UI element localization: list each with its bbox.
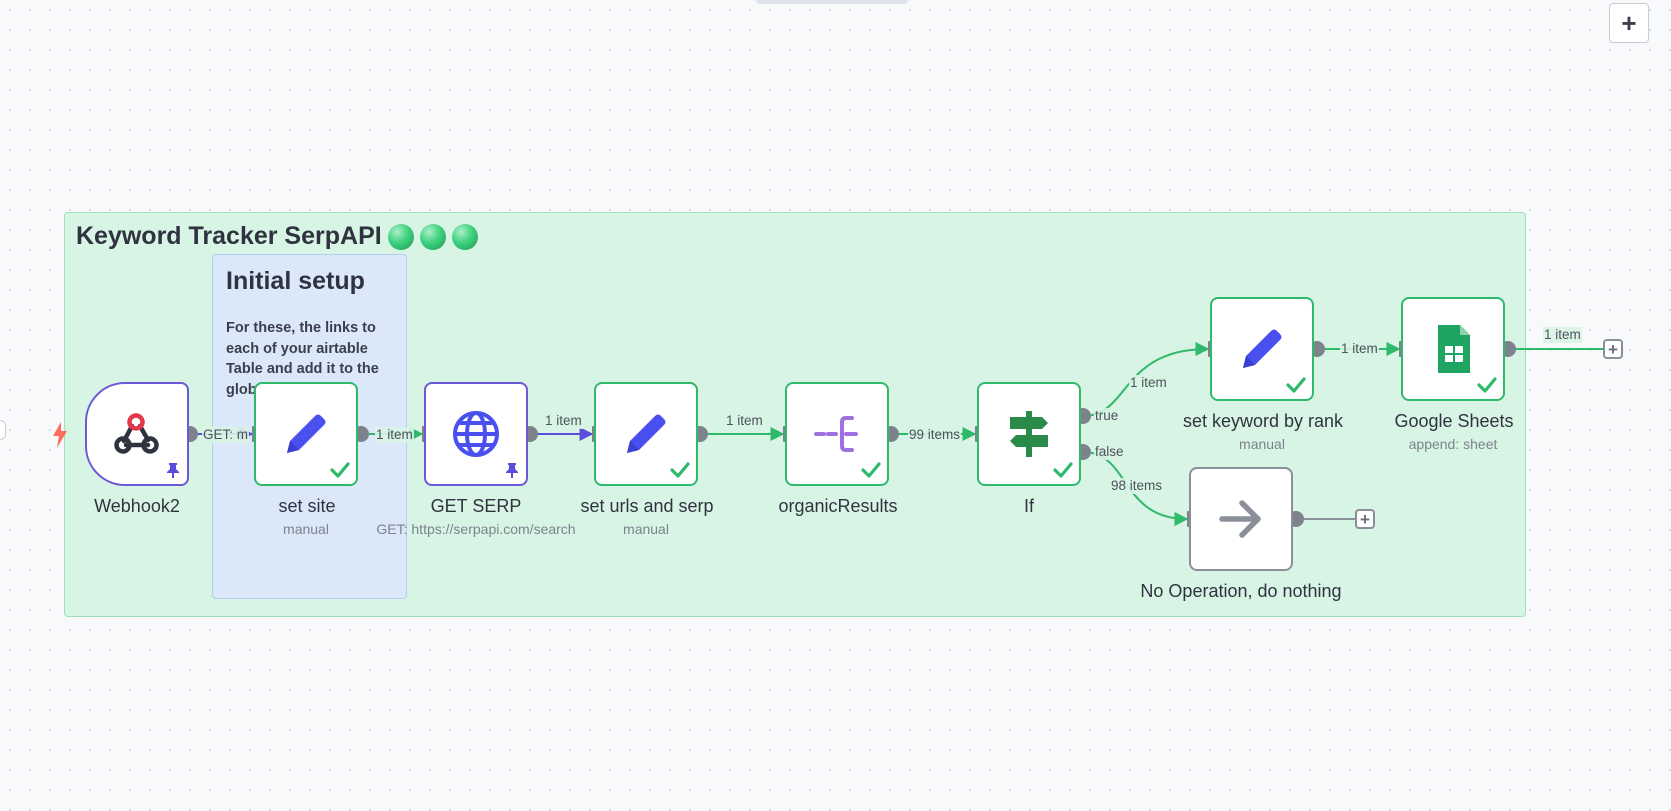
signpost-icon [1010, 411, 1048, 457]
green-ball-icon [451, 223, 478, 250]
arrow-right-icon [1219, 500, 1261, 538]
edge-label-if-false: 98 items [1110, 478, 1164, 494]
check-icon [1477, 377, 1497, 393]
google-sheets-icon [1438, 325, 1470, 373]
edge-label-if-true: 1 item [1129, 375, 1168, 391]
node-if[interactable] [977, 382, 1081, 486]
node-label-google-sheets: Google Sheets [1394, 411, 1514, 431]
add-node-button[interactable]: + [1355, 509, 1375, 529]
edge-label-webhook: GET: m [202, 427, 250, 443]
pin-icon [167, 463, 179, 478]
check-icon [330, 462, 350, 478]
node-label-set-site: set site [278, 496, 336, 516]
node-subtitle-google-sheets: append: sheet [1408, 436, 1498, 452]
canvas-left-handle[interactable] [0, 420, 6, 440]
pencil-icon [1243, 329, 1282, 368]
pencil-icon [627, 414, 666, 453]
node-set-urls-and-serp[interactable] [594, 382, 698, 486]
check-icon [1053, 462, 1073, 478]
edge-label-organic: 99 items [908, 427, 962, 443]
pencil-icon [287, 414, 326, 453]
edge-label-set-site: 1 item [375, 427, 414, 443]
globe-icon [453, 411, 499, 457]
node-label-set-keyword-by-rank: set keyword by rank [1182, 411, 1344, 431]
green-ball-icon [387, 223, 414, 250]
node-label-no-operation: No Operation, do nothing [1140, 581, 1342, 601]
node-no-operation[interactable] [1189, 467, 1293, 571]
green-ball-icon [419, 223, 446, 250]
edge-label-get-serp: 1 item [544, 413, 583, 429]
output-label-true: true [1094, 408, 1120, 424]
trigger-bolt-icon [53, 422, 67, 448]
add-node-button[interactable]: + [1603, 339, 1623, 359]
sticky-note[interactable]: Initial setup For these, the links to ea… [212, 254, 407, 599]
group-title-text: Keyword Tracker SerpAPI [76, 222, 382, 250]
node-subtitle-set-keyword-by-rank: manual [1239, 436, 1285, 452]
node-set-keyword-by-rank[interactable] [1210, 297, 1314, 401]
zoom-in-button[interactable]: + [1609, 3, 1649, 43]
node-label-webhook2: Webhook2 [94, 496, 180, 516]
node-label-organic-results: organicResults [778, 496, 898, 516]
node-google-sheets[interactable] [1401, 297, 1505, 401]
pin-icon [506, 463, 518, 478]
check-icon [670, 462, 690, 478]
webhook-icon [114, 413, 159, 454]
node-subtitle-get-serp: GET: https://serpapi.com/search [376, 521, 576, 537]
group-title: Keyword Tracker SerpAPI [76, 222, 478, 251]
node-set-site[interactable] [254, 382, 358, 486]
edge-label-set-urls: 1 item [725, 413, 764, 429]
check-icon [1286, 377, 1306, 393]
node-label-set-urls-and-serp: set urls and serp [580, 496, 714, 516]
sticky-title: Initial setup [226, 267, 365, 295]
canvas-top-handle [756, 0, 908, 4]
node-label-get-serp: GET SERP [430, 496, 522, 516]
node-organic-results[interactable] [785, 382, 889, 486]
edge-label-sheets-out: 1 item [1543, 327, 1582, 343]
split-out-icon [814, 416, 858, 452]
node-subtitle-set-urls-and-serp: manual [623, 521, 669, 537]
check-icon [861, 462, 881, 478]
node-webhook2[interactable] [85, 382, 189, 486]
node-subtitle-set-site: manual [283, 521, 329, 537]
output-label-false: false [1094, 444, 1125, 460]
edge-label-set-keyword: 1 item [1340, 341, 1379, 357]
node-get-serp[interactable] [424, 382, 528, 486]
node-label-if: If [1023, 496, 1034, 516]
